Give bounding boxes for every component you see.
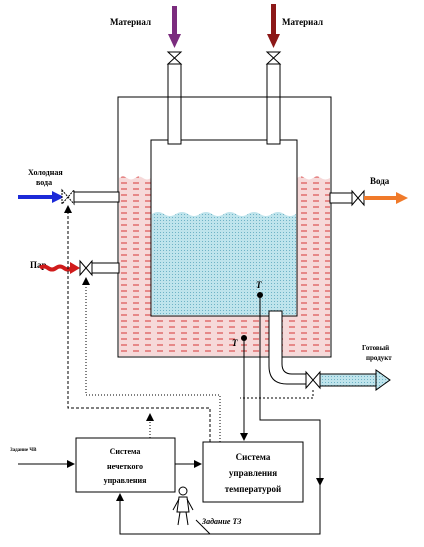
operator-link (195, 519, 211, 535)
cold-water-label-1: Холодная (28, 168, 63, 177)
product-label-2: продукт (366, 354, 392, 362)
sensor-bottom-label: T (232, 338, 238, 348)
temp-box-line3: температурой (225, 484, 282, 494)
fuzzy-box-line3: управления (104, 476, 148, 485)
product-arrowhead (375, 369, 391, 391)
cold-water-label-2: вода (36, 178, 52, 187)
steam-label: Пар (30, 260, 47, 270)
feedback-return-line (116, 485, 321, 535)
signal-lines (64, 205, 324, 535)
material-left-arrow-shaft (172, 6, 177, 36)
material-right-arrow-shaft (271, 4, 276, 36)
cold-water-arrowhead (52, 191, 64, 203)
fuzzy-box-line2: нечеткого (107, 462, 143, 471)
product-arrow-body (319, 373, 379, 387)
material-left-pipe-stub (167, 96, 182, 145)
material-left-arrowhead (168, 34, 181, 48)
cold-water-inlet: Холодная вода (18, 168, 120, 206)
sensor-top-label: T (256, 280, 262, 290)
steam-pipe (91, 262, 120, 274)
material-left-valve-icon[interactable] (166, 51, 183, 65)
setpoint-bottom: Задание ТЗ (172, 486, 241, 526)
material-right-label: Материал (282, 17, 323, 27)
product-valve-signal (240, 390, 314, 399)
jacket-liquid-bottom (119, 316, 330, 356)
operator-person-icon (172, 486, 194, 526)
cold-water-valve-icon[interactable] (61, 188, 75, 206)
water-out-valve-icon[interactable] (351, 189, 365, 207)
sensor-top-signal (259, 295, 324, 486)
material-left-label: Материал (110, 17, 151, 27)
jacket-liquid-right (297, 176, 330, 356)
product-valve-icon[interactable] (305, 370, 321, 390)
product-label-1: Готовый (362, 344, 389, 352)
temp-to-steam-valve-signal (82, 277, 221, 442)
temperature-control-box[interactable]: Система управления температурой (202, 441, 304, 503)
product-outlet: Готовый продукт (268, 310, 392, 391)
setpoint-left: Задание ЧВ (10, 448, 75, 468)
material-right-pipe-stub (266, 96, 281, 145)
water-outlet: Вода (329, 176, 408, 207)
fuzzy-control-box[interactable]: Система нечеткого управления (75, 437, 176, 493)
fuzzy-box-line1: Система (110, 447, 141, 456)
steam-inlet: Пар (30, 259, 120, 277)
temp-box-line1: Система (236, 452, 271, 462)
steam-arrowhead (70, 262, 80, 274)
reactor-liquid (152, 212, 296, 315)
material-right-valve-icon[interactable] (265, 51, 282, 65)
water-out-label: Вода (370, 176, 390, 186)
jacket-liquid (119, 176, 151, 356)
steam-arrow-shaft (38, 264, 74, 272)
setpoint-bottom-label: Задание ТЗ (201, 517, 241, 526)
cold-water-pipe (73, 191, 120, 203)
material-right-arrowhead (267, 34, 280, 48)
steam-valve-icon[interactable] (79, 259, 93, 277)
temp-to-cold-valve-signal (64, 205, 211, 442)
water-out-arrow-shaft (364, 196, 398, 200)
temp-box-line2: управления (229, 468, 277, 478)
setpoint-left-label: Задание ЧВ (10, 448, 37, 453)
water-out-arrowhead (396, 192, 408, 204)
reactor-vessel (117, 96, 332, 358)
cold-water-arrow-shaft (18, 195, 54, 199)
water-out-pipe (329, 192, 353, 204)
